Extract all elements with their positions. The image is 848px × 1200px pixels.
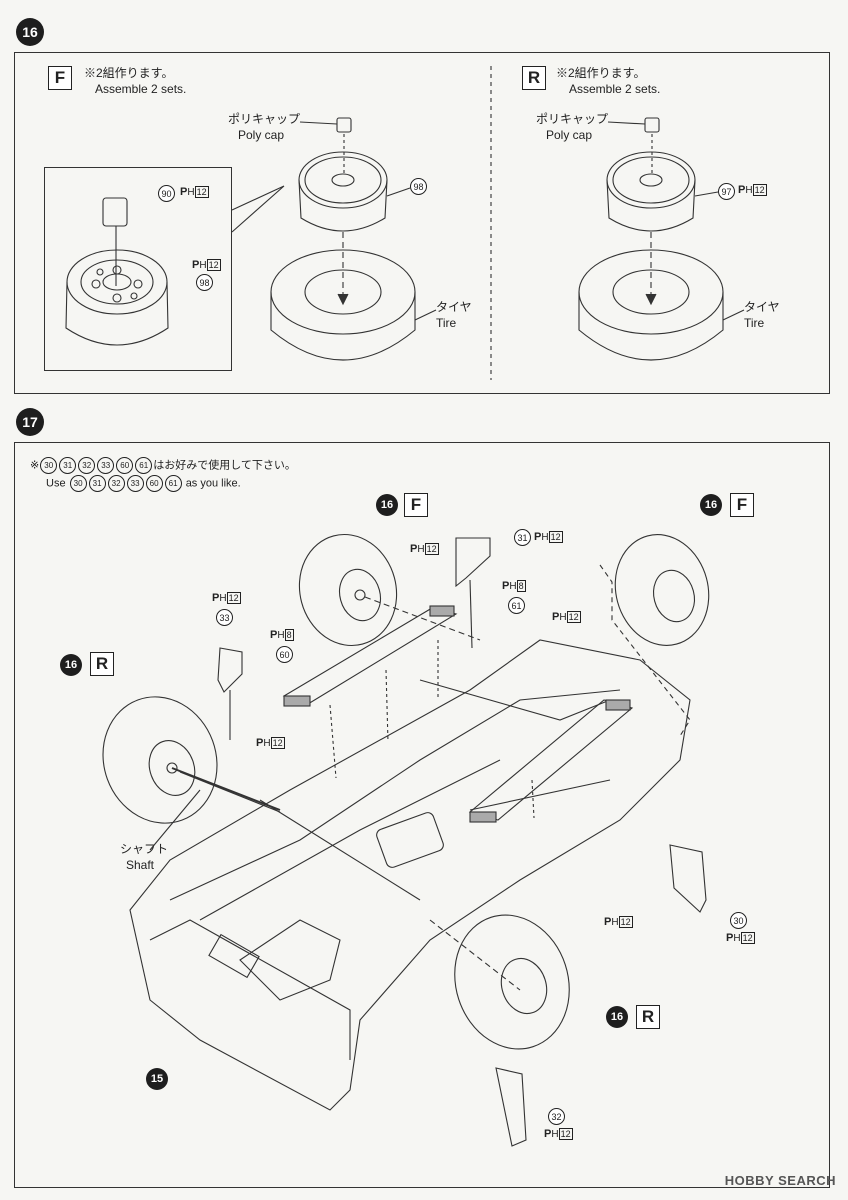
callout-front-left-ref: 16 xyxy=(376,494,398,516)
part-30-number: 30 xyxy=(730,912,747,929)
part-33-number: 33 xyxy=(216,609,233,626)
callout-front-right-ref: 16 xyxy=(700,494,722,516)
front-tire-en: Tire xyxy=(436,316,457,330)
rear-right-tire-drawing xyxy=(429,914,570,1050)
detail-wheel-part-number: 98 xyxy=(196,274,213,291)
rear-tire-drawing xyxy=(578,249,745,361)
optional-part-number: 31 xyxy=(88,475,106,492)
rear-wheel-drawing xyxy=(606,151,719,232)
part-60-number: 60 xyxy=(276,646,293,663)
part-32-number: 32 xyxy=(548,1108,565,1125)
front-note-en: Assemble 2 sets. xyxy=(95,82,187,96)
rear-tire-jp: タイヤ xyxy=(744,300,780,314)
callout-rear-right-tag: R xyxy=(636,1005,660,1029)
front-polycap-drawing xyxy=(299,117,352,176)
front-polycap-jp: ポリキャップ xyxy=(228,112,301,126)
optional-part-number: 33 xyxy=(97,457,115,474)
optional-part-number: 60 xyxy=(116,457,134,474)
rear-tire-en: Tire xyxy=(744,316,765,330)
part-61-number: 61 xyxy=(508,597,525,614)
optional-part-number: 30 xyxy=(40,457,58,474)
rear-note-en: Assemble 2 sets. xyxy=(569,82,661,96)
optional-part-number: 33 xyxy=(126,475,144,492)
wheel-detail-inset xyxy=(44,167,232,371)
rear-polycap-jp: ポリキャップ xyxy=(536,112,609,126)
callout-body-ref: 15 xyxy=(146,1068,168,1090)
callout-front-left-tag: F xyxy=(404,493,428,517)
detail-wheel-drawing xyxy=(65,197,169,346)
rear-polycap-drawing xyxy=(607,117,660,176)
rear-left-tire-drawing xyxy=(102,696,281,851)
part-31-number: 31 xyxy=(514,529,531,546)
optional-part-number: 32 xyxy=(107,475,125,492)
car-body-drawing xyxy=(129,639,691,1111)
shaft-label-en: Shaft xyxy=(126,858,155,872)
callout-rear-right-ref: 16 xyxy=(606,1006,628,1028)
callout-front-right-tag: F xyxy=(730,493,754,517)
detail-cap-part-number: 90 xyxy=(158,185,175,202)
front-note-jp: ※2組作ります。 xyxy=(84,66,174,80)
step-16-panel xyxy=(14,52,830,394)
rear-stabilizer-bar xyxy=(468,699,634,823)
mud-flaps-drawing xyxy=(217,537,707,1147)
front-polycap-en: Poly cap xyxy=(238,128,285,142)
rear-polycap-en: Poly cap xyxy=(546,128,593,142)
step-17-panel xyxy=(14,442,830,1188)
front-wheel-part-number: 98 xyxy=(410,178,427,195)
optional-part-number: 30 xyxy=(69,475,87,492)
callout-rear-left-tag: R xyxy=(90,652,114,676)
step-16-badge: 16 xyxy=(16,18,44,46)
watermark: HOBBY SEARCH xyxy=(724,1173,836,1188)
optional-part-number: 61 xyxy=(164,475,182,492)
rear-tag: R xyxy=(522,66,546,90)
front-wheel-drawing xyxy=(298,151,411,232)
rear-note-jp: ※2組作ります。 xyxy=(556,66,646,80)
shaft-label-jp: シャフト xyxy=(120,842,169,856)
front-right-tire-drawing xyxy=(599,534,710,737)
optional-part-number: 61 xyxy=(135,457,153,474)
front-tire-jp: タイヤ xyxy=(436,300,472,314)
front-left-tire-drawing xyxy=(298,533,481,647)
front-tire-drawing xyxy=(270,249,437,361)
step-17-badge: 17 xyxy=(16,408,44,436)
front-tag: F xyxy=(48,66,72,90)
front-stabilizer-bar xyxy=(282,605,458,779)
optional-part-number: 60 xyxy=(145,475,163,492)
rear-wheel-part-number: 97 xyxy=(718,183,735,200)
callout-rear-left-ref: 16 xyxy=(60,654,82,676)
optional-part-number: 32 xyxy=(78,457,96,474)
optional-part-number: 31 xyxy=(59,457,77,474)
